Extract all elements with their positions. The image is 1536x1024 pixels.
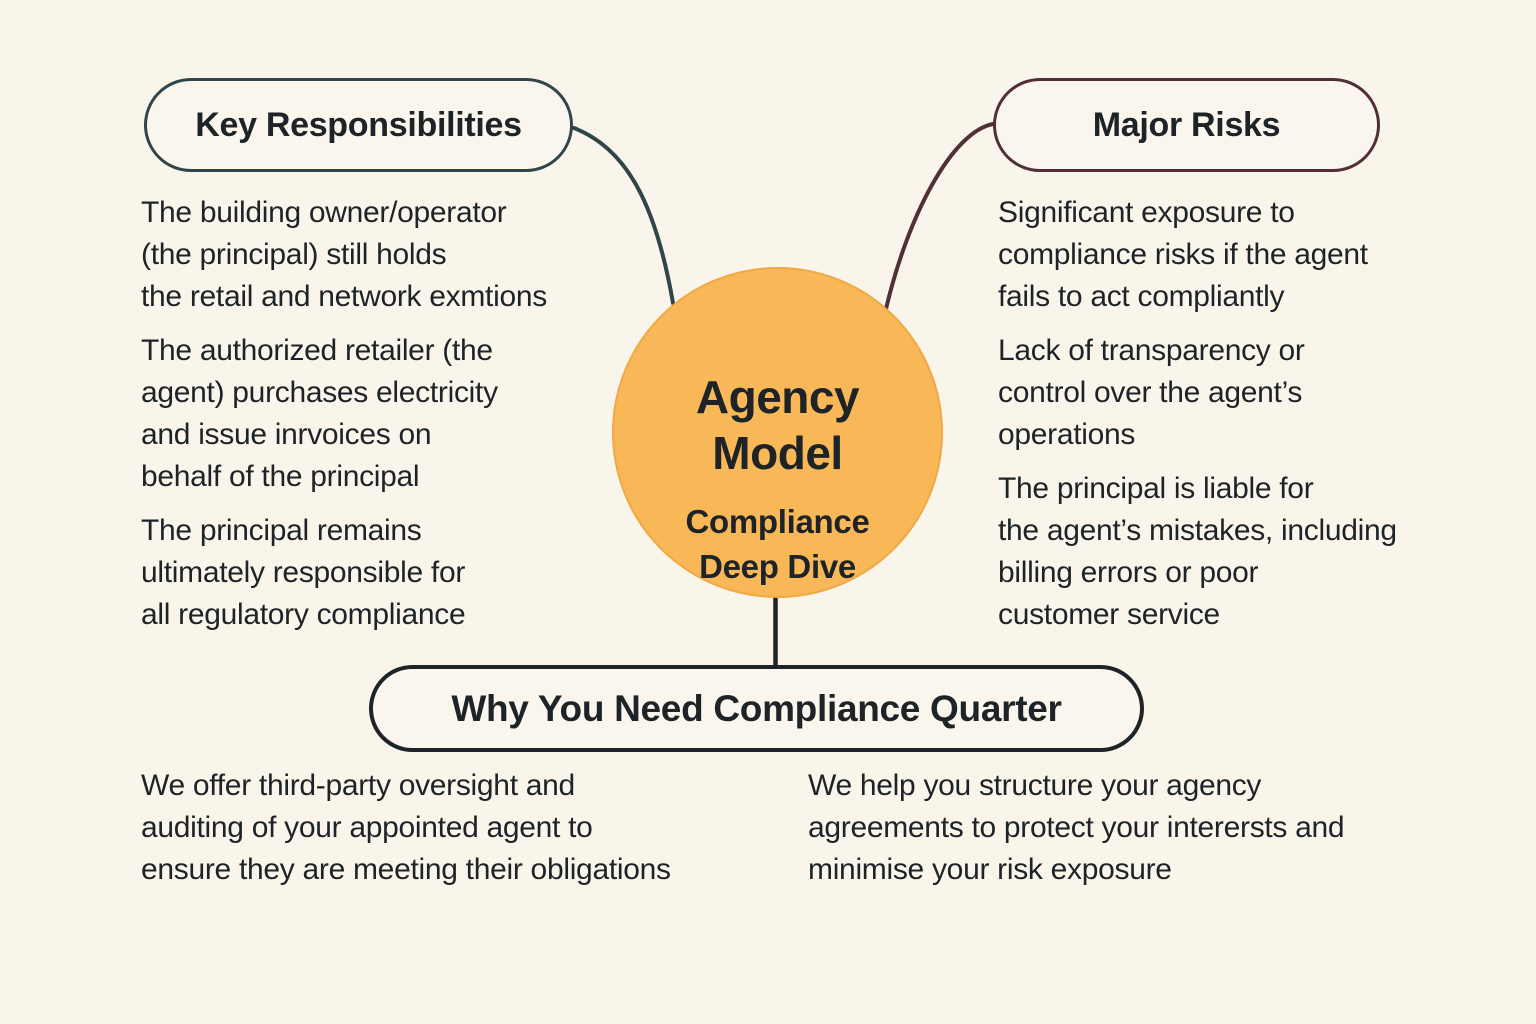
key-responsibilities-label: Key Responsibilities [195, 105, 522, 144]
responsibility-item: The authorized retailer (the agent) purc… [141, 334, 498, 493]
center-node-subtitle: Compliance Deep Dive [685, 503, 870, 585]
responsibilities-list: The building owner/operator (the princip… [141, 192, 661, 648]
why-compliance-quarter-label: Why You Need Compliance Quarter [451, 687, 1062, 729]
major-risks-label: Major Risks [1092, 105, 1281, 144]
major-risks-node: Major Risks [993, 78, 1380, 172]
risk-item: Lack of transparency or control over the… [998, 334, 1305, 451]
risks-list: Significant exposure to compliance risks… [998, 192, 1518, 648]
risk-item: Significant exposure to compliance risks… [998, 196, 1368, 313]
center-node-circle [612, 267, 943, 598]
center-node-title: Agency Model [695, 371, 860, 479]
responsibility-item: The principal remains ultimately respons… [141, 514, 466, 631]
key-responsibilities-node: Key Responsibilities [144, 78, 573, 172]
why-item-agreements: We help you structure your agency agreem… [808, 769, 1345, 886]
risk-item: The principal is liable for the agent’s … [998, 472, 1397, 631]
responsibility-item: The building owner/operator (the princip… [141, 196, 547, 313]
why-compliance-quarter-node: Why You Need Compliance Quarter [369, 665, 1144, 752]
connector-risks [884, 122, 995, 311]
why-item-oversight: We offer third-party oversight and audit… [141, 769, 671, 886]
center-node-text: Agency Model Compliance Deep Dive [612, 351, 943, 607]
